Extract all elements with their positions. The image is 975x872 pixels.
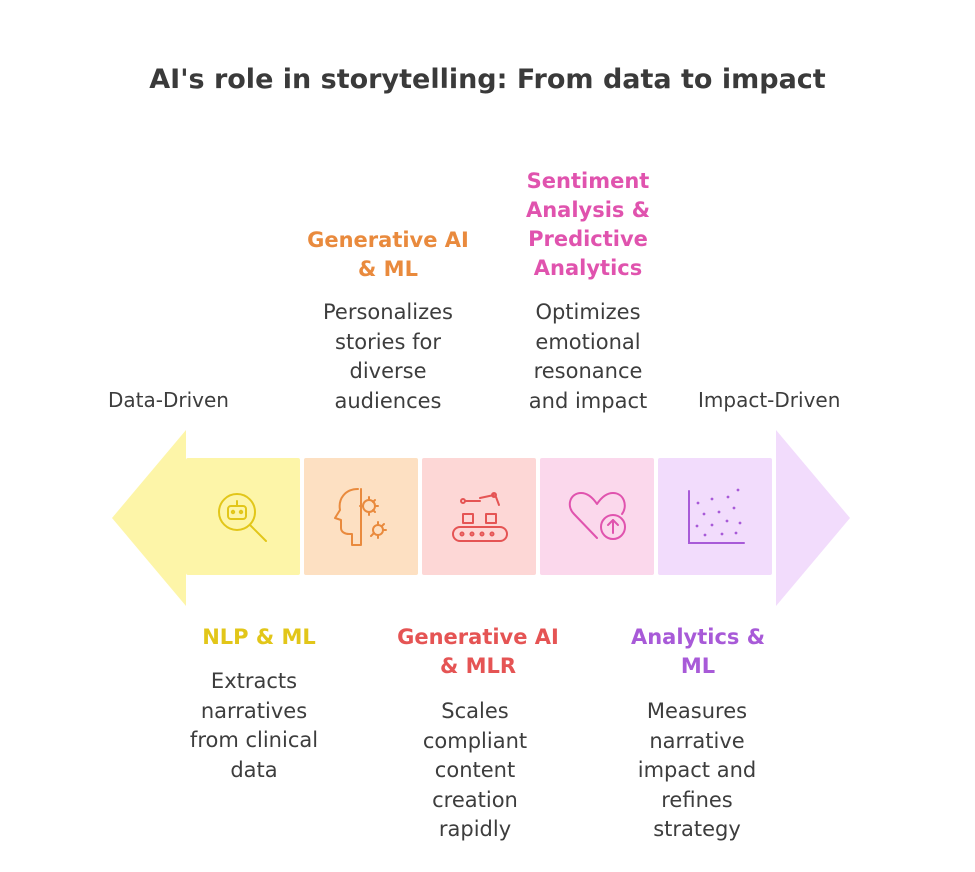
stage-2-description-line: Personalizes <box>323 300 453 324</box>
stage-4-heading-line: Analytics <box>533 256 643 280</box>
stage-4-heading-line: Sentiment <box>526 169 650 193</box>
stage-3-description-line: content <box>434 758 516 782</box>
stage-2-description-line: stories for <box>335 329 441 354</box>
stage-1-description-line: from clinical <box>189 728 319 752</box>
stage-1-description-line: data <box>230 757 278 782</box>
stage-2-heading-line: & ML <box>358 257 418 281</box>
robotic-arm-conveyor-icon <box>452 492 508 542</box>
stage-4-heading-line: Predictive <box>528 227 648 251</box>
arrow-right-head <box>776 430 850 606</box>
stage-1-description-line: narratives <box>200 698 308 723</box>
stage-3-block <box>422 458 536 575</box>
stage-1-description-line: Extracts <box>210 669 298 693</box>
stage-5-description-line: impact and <box>637 758 757 782</box>
stage-5-heading-line: ML <box>680 654 716 678</box>
stage-5-heading-line: Analytics & <box>630 625 766 649</box>
diagram-title: AI's role in storytelling: From data to … <box>149 64 826 95</box>
stage-4-block <box>540 458 654 575</box>
stage-1-description: Extracts narratives from clinical data <box>149 667 359 785</box>
robot-magnifier-icon <box>218 493 267 542</box>
left-end-label: Data-Driven <box>108 388 229 412</box>
stage-2-description: Personalizes stories for diverse audienc… <box>283 298 493 416</box>
stage-5-description-line: refines <box>661 787 733 812</box>
stage-5-block <box>658 458 772 575</box>
stage-4-description-line: emotional <box>535 329 641 354</box>
stage-3-description-line: compliant <box>422 728 528 753</box>
stage-4-heading-line: Analysis & <box>525 198 651 222</box>
stage-3-description-line: Scales <box>441 699 509 723</box>
stage-1-block <box>186 458 300 575</box>
stage-3-description-line: creation <box>432 787 518 812</box>
stage-4-description: Optimizes emotional resonance and impact <box>483 298 693 416</box>
heart-arrow-up-icon <box>568 492 626 540</box>
stage-3-heading: Generative AI & MLR <box>373 623 583 681</box>
stage-5-description: Measures narrative impact and refines st… <box>592 697 802 845</box>
stage-3-description: Scales compliant content creation rapidl… <box>370 697 580 845</box>
head-gears-icon <box>334 488 387 546</box>
stage-2-heading-line: Generative AI <box>307 228 469 252</box>
stage-3-description-line: rapidly <box>438 817 512 841</box>
stage-5-description-line: narrative <box>649 728 745 753</box>
stage-3-heading-line: & MLR <box>439 654 517 678</box>
stage-1-heading-line: NLP & ML <box>202 625 316 649</box>
right-end-label: Impact-Driven <box>698 388 841 412</box>
scatter-plot-icon <box>688 488 745 544</box>
stage-5-description-line: Measures <box>646 699 748 723</box>
stage-4-description-line: and impact <box>528 388 648 413</box>
stage-4-heading: Sentiment Analysis & Predictive Analytic… <box>483 167 693 283</box>
stage-1-heading: NLP & ML <box>154 623 364 652</box>
stage-2-description-line: audiences <box>334 388 442 413</box>
stage-2-description-line: diverse <box>349 359 427 383</box>
stage-4-description-line: Optimizes <box>535 300 641 324</box>
stage-5-description-line: strategy <box>653 817 741 841</box>
arrow-left-head <box>112 430 186 606</box>
stage-3-heading-line: Generative AI <box>397 625 559 649</box>
stage-4-description-line: resonance <box>533 359 643 383</box>
stage-5-heading: Analytics & ML <box>593 623 803 681</box>
stage-2-heading: Generative AI & ML <box>283 226 493 284</box>
